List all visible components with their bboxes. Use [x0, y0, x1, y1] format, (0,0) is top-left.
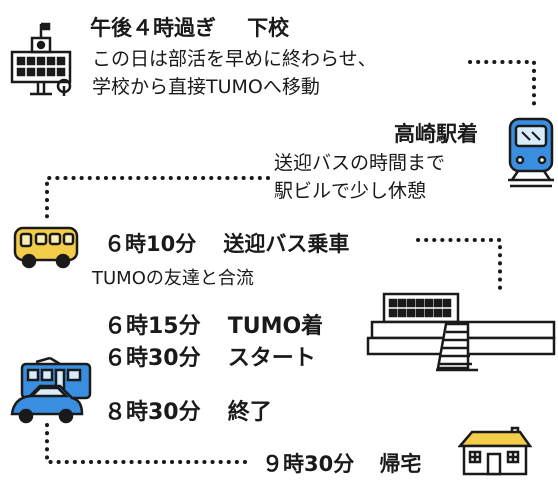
- school-time: 午後４時過ぎ: [90, 16, 216, 40]
- school-note-1: この日は部活を早めに終わらせ、: [92, 48, 377, 70]
- train-icon: [508, 117, 554, 188]
- route-line-bus-to-tumo: [416, 238, 502, 294]
- end-row: ８時30分 終了: [104, 394, 272, 426]
- route-line-school-to-station: [468, 60, 536, 110]
- arrive-time: ６時15分: [104, 314, 201, 339]
- bus-event: 送迎バス乗車: [223, 232, 350, 256]
- bus-time: ６時10分: [104, 232, 197, 256]
- home-event: 帰宅: [379, 452, 422, 476]
- bus-icon: [13, 226, 79, 269]
- start-event: スタート: [227, 346, 316, 371]
- school-note-2: 学校から直接TUMOへ移動: [92, 76, 320, 98]
- tumo-building-icon: [366, 292, 556, 372]
- route-line-car-to-home: [45, 423, 250, 464]
- route-line-station-to-bus: [45, 176, 270, 224]
- house-icon: [458, 426, 532, 476]
- school-icon: [10, 22, 72, 96]
- end-event: 終了: [227, 400, 272, 425]
- school-row: 午後４時過ぎ 下校: [90, 12, 289, 42]
- start-row: ６時30分 スタート: [104, 340, 316, 372]
- home-time: ９時30分: [262, 452, 355, 476]
- arrive-row: ６時15分 TUMO着: [104, 308, 323, 340]
- start-time: ６時30分: [104, 346, 201, 371]
- station-note-1: 送迎バスの時間まで: [274, 152, 446, 174]
- arrive-event: TUMO着: [227, 314, 324, 339]
- bus-row: ６時10分 送迎バス乗車: [104, 228, 349, 258]
- car-train-icon: [10, 356, 92, 424]
- school-event: 下校: [247, 16, 290, 40]
- bus-note: TUMOの友達と合流: [92, 268, 254, 289]
- station-event: 高崎駅着: [394, 122, 478, 146]
- end-time: ８時30分: [104, 400, 201, 425]
- home-row: ９時30分 帰宅: [262, 448, 421, 478]
- station-note-2: 駅ビルで少し休憩: [274, 180, 427, 202]
